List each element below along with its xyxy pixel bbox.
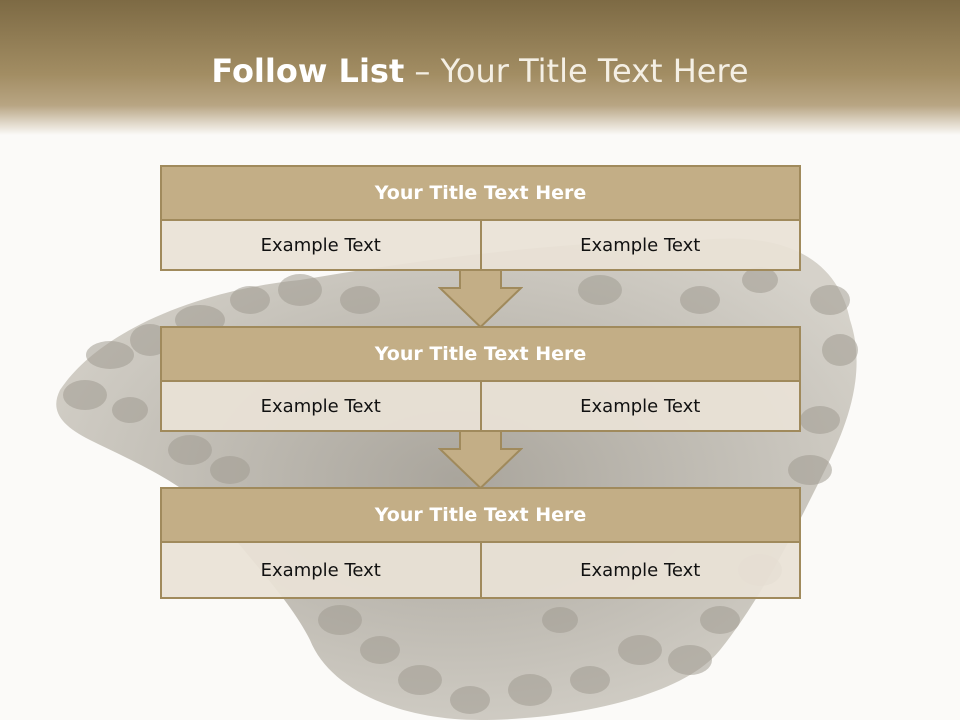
slide-title-bold: Follow List	[211, 52, 405, 90]
step-right-text: Example Text	[479, 382, 799, 430]
step-left-text: Example Text	[162, 543, 480, 597]
step-row: Example Text Example Text	[160, 382, 801, 432]
down-arrow-icon	[438, 270, 523, 328]
step-title: Your Title Text Here	[160, 487, 801, 543]
step-block-1: Your Title Text Here Example Text Exampl…	[160, 165, 801, 271]
step-title: Your Title Text Here	[160, 165, 801, 221]
slide-title: Follow List – Your Title Text Here	[0, 52, 960, 90]
down-arrow-icon	[438, 431, 523, 489]
title-bar: Follow List – Your Title Text Here	[0, 0, 960, 135]
step-left-text: Example Text	[162, 221, 480, 269]
step-row: Example Text Example Text	[160, 221, 801, 271]
step-row: Example Text Example Text	[160, 543, 801, 599]
step-right-text: Example Text	[479, 543, 799, 597]
step-left-text: Example Text	[162, 382, 480, 430]
step-right-text: Example Text	[479, 221, 799, 269]
step-title: Your Title Text Here	[160, 326, 801, 382]
step-block-3: Your Title Text Here Example Text Exampl…	[160, 487, 801, 599]
slide-title-rest: – Your Title Text Here	[404, 52, 749, 90]
step-block-2: Your Title Text Here Example Text Exampl…	[160, 326, 801, 432]
